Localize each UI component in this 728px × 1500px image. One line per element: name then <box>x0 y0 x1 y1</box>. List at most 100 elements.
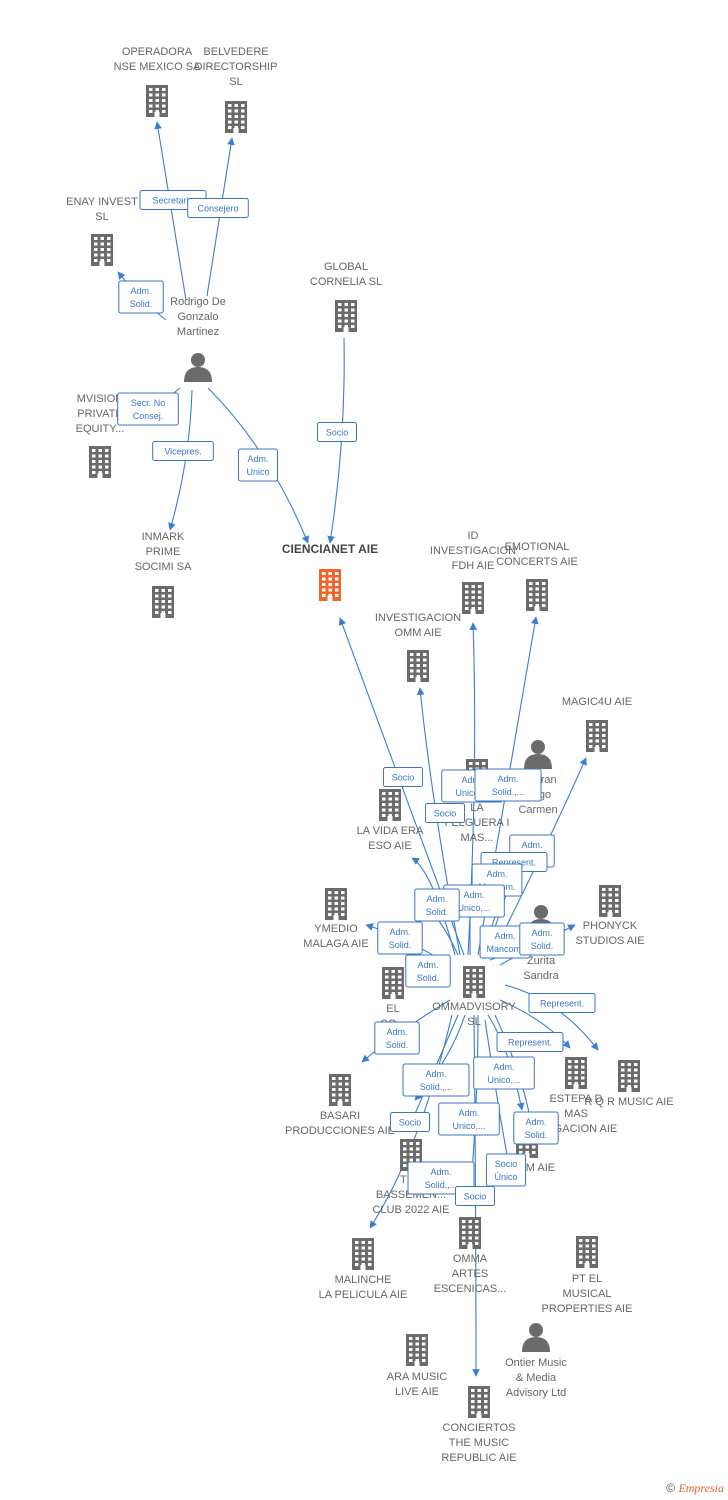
node-label: LA VIDA ERA <box>357 825 424 837</box>
person-icon <box>184 353 212 382</box>
edge-label-text: Unico,... <box>457 903 490 913</box>
building-icon <box>576 1236 598 1268</box>
footer: © Empresia <box>666 1481 724 1496</box>
edge-label-text: Solid. <box>525 1130 548 1140</box>
edge-label[interactable]: Adm.Solid. <box>519 922 565 956</box>
node-magic4u[interactable]: MAGIC4U AIE <box>562 696 632 752</box>
node-mvision[interactable]: MVISIONPRIVATEEQUITY... <box>76 393 125 478</box>
edge-label[interactable]: Socio <box>383 767 423 787</box>
node-omma[interactable]: OMMAARTESESCENICAS... <box>434 1217 507 1295</box>
edge-label-text: Adm. <box>486 869 507 879</box>
node-label: R Q R MUSIC AIE <box>584 1096 673 1108</box>
edge-label[interactable]: Adm.Solid.,... <box>402 1063 470 1097</box>
edge-label[interactable]: Represent. <box>528 993 596 1013</box>
node-label: BASARI <box>320 1110 360 1122</box>
edge-label[interactable]: Socio <box>425 803 465 823</box>
edge-label-box <box>374 1021 420 1055</box>
node-label: PRODUCCIONES AIE <box>285 1125 395 1137</box>
building-icon <box>352 1238 374 1270</box>
node-label: MAGIC4U AIE <box>562 696 632 708</box>
edge-label[interactable]: Adm.Solid. <box>374 1021 420 1055</box>
building-icon <box>599 885 621 917</box>
node-ciencianet[interactable]: CIENCIANET AIE <box>282 542 378 601</box>
edge-label-text: Solid.,... <box>420 1082 453 1092</box>
edge-line <box>154 121 187 301</box>
edge-label[interactable]: Adm.Unico <box>238 448 278 482</box>
building-icon <box>91 234 113 266</box>
node-label: ESO AIE <box>368 840 411 852</box>
node-label: Martinez <box>177 326 219 338</box>
edge-label-box <box>118 280 164 314</box>
edge-label-text: Socio <box>464 1192 487 1202</box>
person-icon <box>522 1323 550 1352</box>
copyright-icon: © <box>666 1481 676 1495</box>
node-label: Ontier Music <box>505 1357 567 1369</box>
edge-label-text: Socio <box>495 1159 518 1169</box>
node-label: INMARK <box>142 531 185 543</box>
edge-label-box <box>390 1112 430 1132</box>
edge-label[interactable]: Adm.Solid. <box>414 888 460 922</box>
node-label: INVESTIGACION <box>430 545 516 557</box>
edge-label[interactable]: Vicepres. <box>152 441 214 461</box>
node-label: MVISION <box>77 393 124 405</box>
edge-label-box <box>117 392 179 426</box>
edge-label[interactable]: Consejero <box>187 198 249 218</box>
node-label: MAS <box>564 1108 588 1120</box>
node-label: YMEDIO <box>314 923 358 935</box>
edge-label[interactable]: Adm.Solid. <box>405 954 451 988</box>
edge-label[interactable]: Adm. Solid. <box>377 921 423 955</box>
edge-label-text: Solid. <box>531 941 554 951</box>
edge-label[interactable]: Represent. <box>496 1032 564 1052</box>
edge-label-text: Solid. <box>389 940 412 950</box>
node-vidaera[interactable]: LA VIDA ERA ESO AIE <box>357 789 424 852</box>
edge-label-text: Mancom. <box>486 944 523 954</box>
edge-label-text: Represent. <box>540 999 584 1009</box>
edge-label-text: Adm. <box>386 1027 407 1037</box>
node-label: OPERADORA <box>122 46 193 58</box>
edge-label[interactable]: Adm.Unico,... <box>438 1102 500 1136</box>
edge-label[interactable]: Socio <box>317 422 357 442</box>
node-basari[interactable]: BASARI PRODUCCIONES AIE <box>285 1074 395 1137</box>
node-label: PT EL <box>572 1273 602 1285</box>
node-label: ARTES <box>452 1268 488 1280</box>
edge-label-text: Solid.,... <box>425 1180 458 1190</box>
edge-label[interactable]: Socio <box>455 1186 495 1206</box>
node-label: SL <box>95 211 108 223</box>
edge-label[interactable]: Adm.Solid. <box>118 280 164 314</box>
node-label: OMMADVISORY <box>432 1001 516 1013</box>
edge-label-text: Único <box>494 1172 517 1182</box>
edge-label[interactable]: Socio <box>390 1112 430 1132</box>
edge-label[interactable]: Adm.Solid. <box>513 1111 559 1145</box>
node-label: GLOBAL <box>324 261 368 273</box>
edge-label-box <box>152 441 214 461</box>
edge-label-text: Unico,... <box>452 1121 485 1131</box>
brand-logo[interactable]: Empresia <box>678 1481 724 1495</box>
edge-label-box <box>486 1153 526 1187</box>
edge-label-text: Represent. <box>492 858 536 868</box>
edge-label[interactable]: Adm.Mancom. <box>479 925 531 959</box>
edge-label[interactable]: Adm.Solid.,... <box>474 768 542 802</box>
edge-label-text: Adm. <box>389 927 410 937</box>
edge-label[interactable]: Adm.Unico,... <box>473 1056 535 1090</box>
node-rqr[interactable]: R Q R MUSIC AIE <box>584 1060 674 1108</box>
